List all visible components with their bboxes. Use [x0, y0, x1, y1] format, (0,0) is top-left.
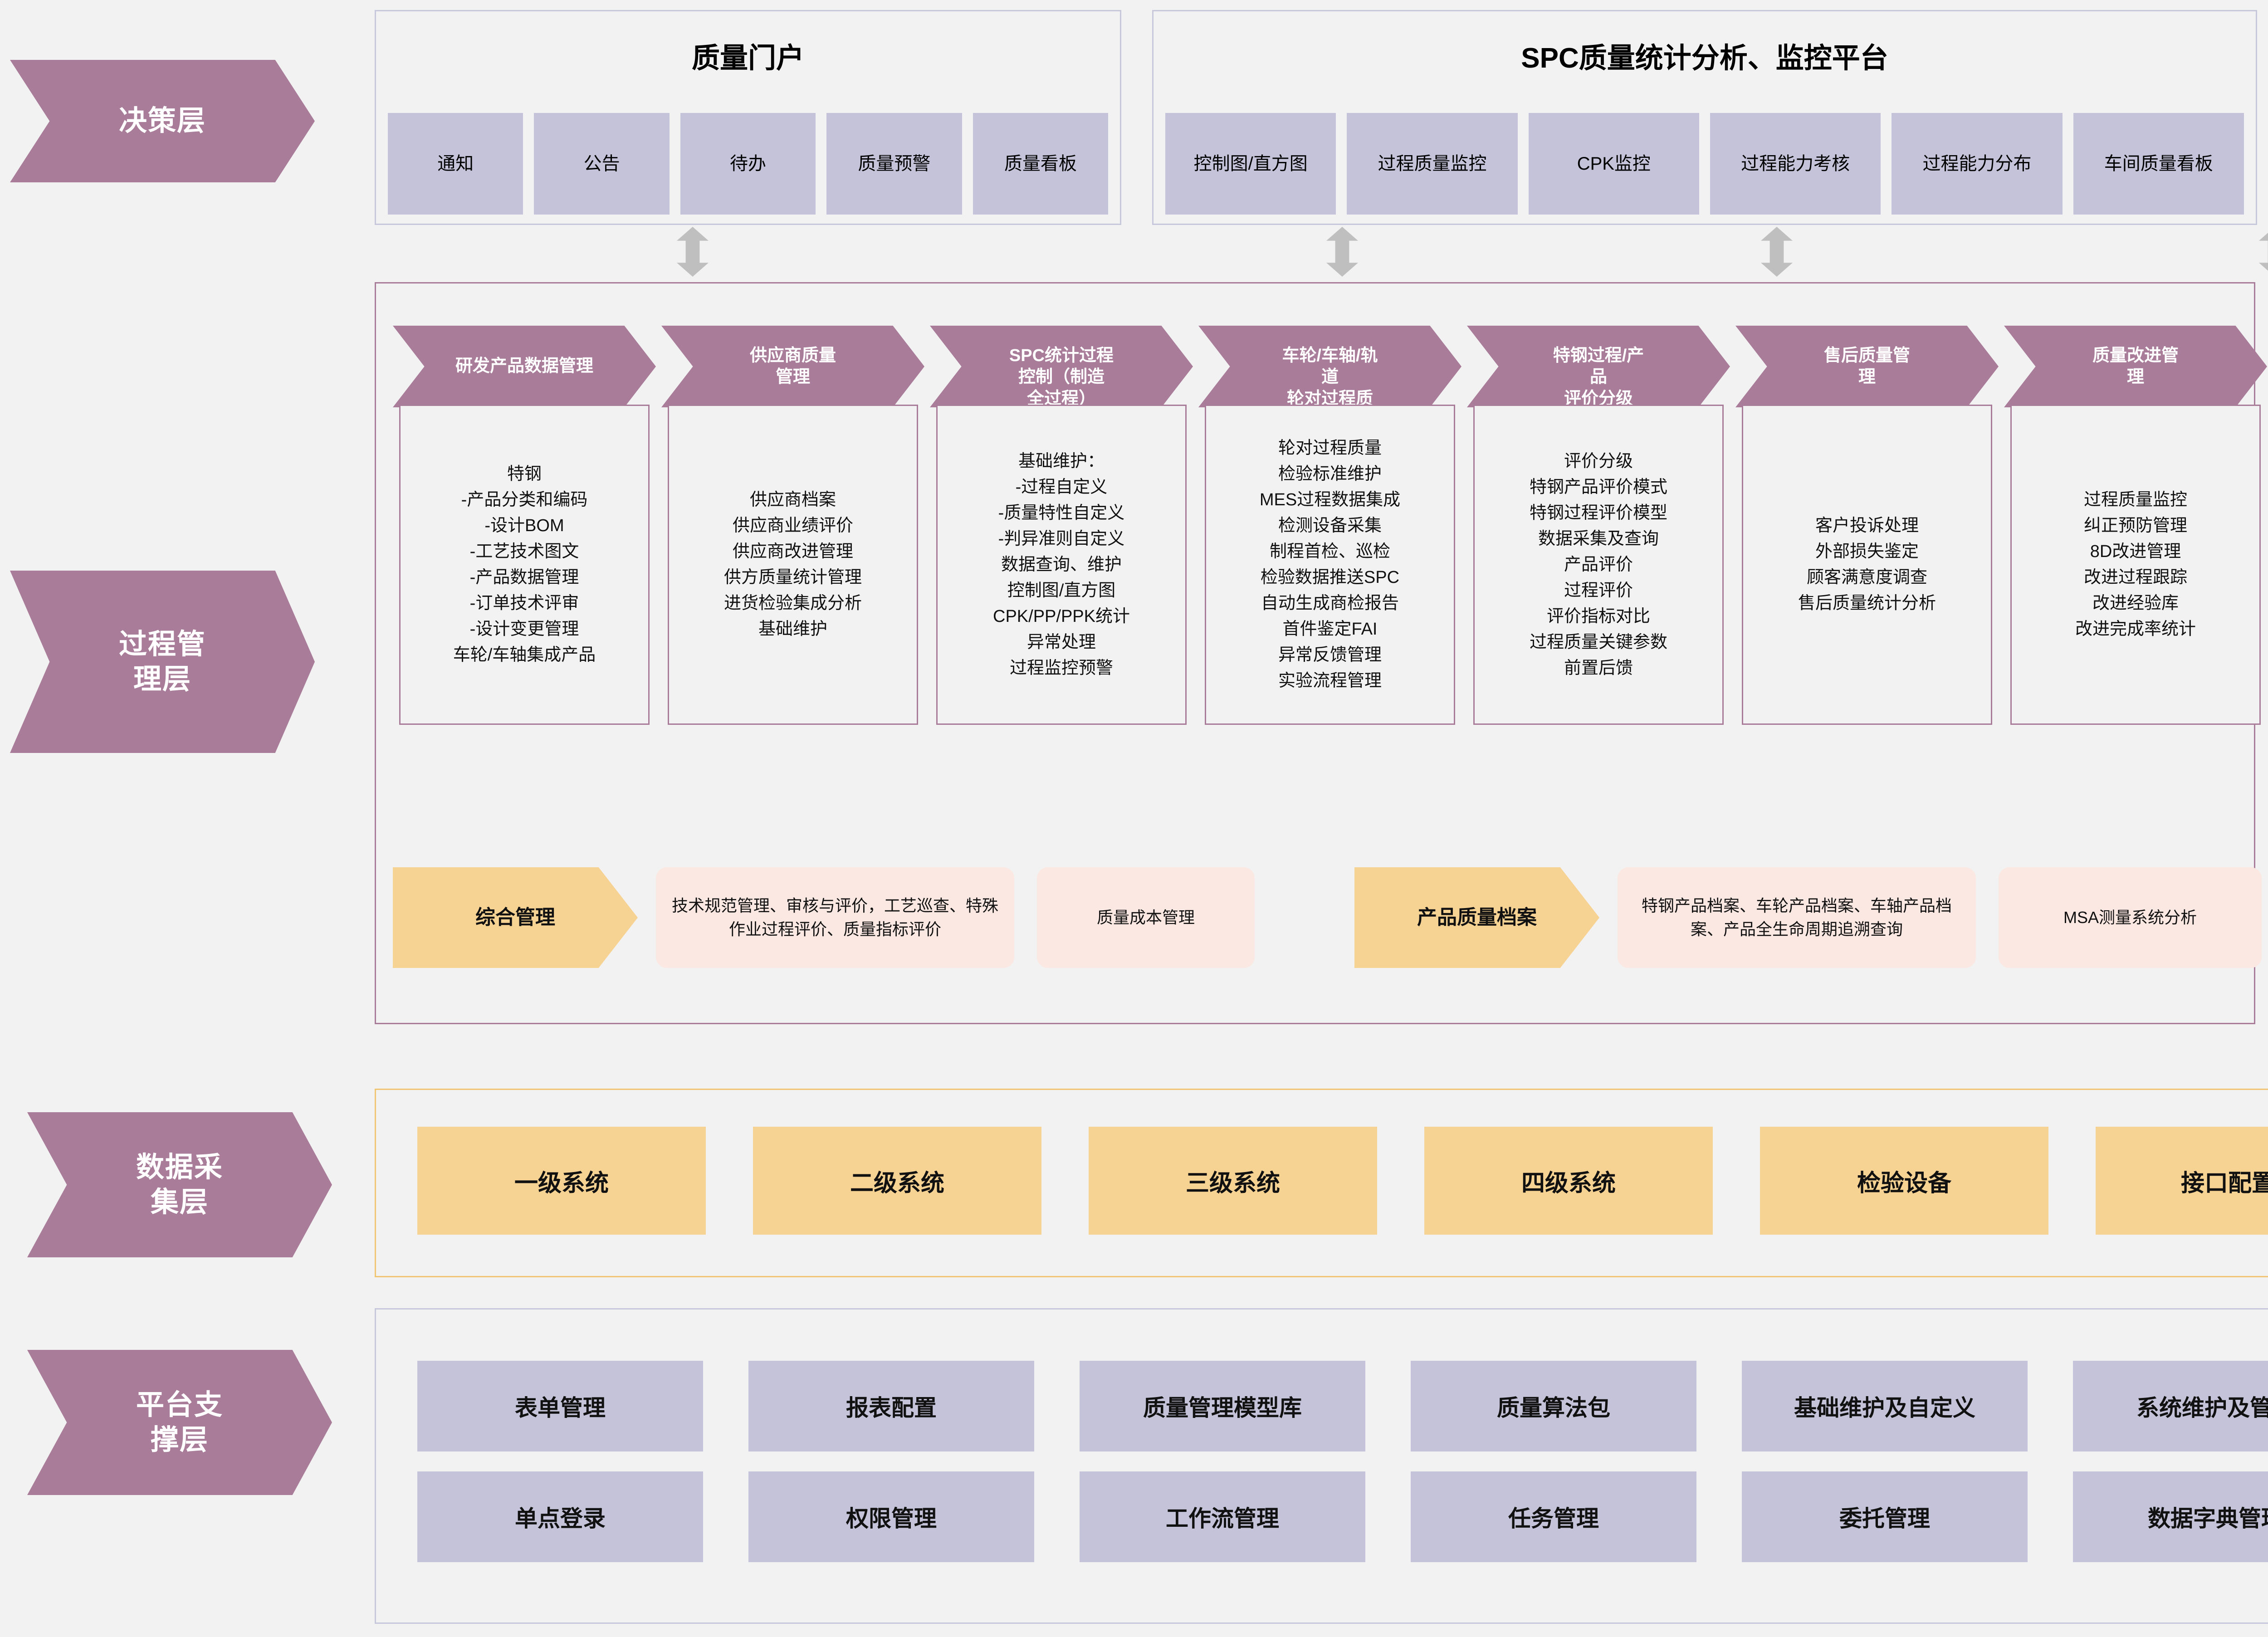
- module-item-list: 特钢 -产品分类和编码 -设计BOM -工艺技术图文 -产品数据管理 -订单技术…: [453, 464, 596, 665]
- module-subtitle: 全过程）: [1026, 389, 1096, 408]
- collect-card-level-4[interactable]: 四级系统: [1424, 1127, 1713, 1235]
- connector-arrow-2: [1326, 227, 1358, 277]
- module-subtitle: 评价分级: [1564, 389, 1633, 408]
- module-body: 轮对过程质量 检验标准维护 MES过程数据集成 检测设备采集 制程首检、巡检 检…: [1205, 405, 1455, 725]
- spc-chip[interactable]: 控制图/直方图: [1165, 113, 1336, 215]
- module-subtitle: 轮对过程质: [1286, 389, 1373, 408]
- module-wheel-axle-track[interactable]: 车轮/车轴/轨 道 轮对过程质 轮对过程质量 检验标准维护 MES过程数据集成 …: [1198, 326, 1461, 725]
- collect-card-interface-configurator[interactable]: 接口配置器: [2096, 1127, 2268, 1235]
- connector-arrow-1: [677, 227, 709, 277]
- portal-chip[interactable]: 质量预警: [826, 113, 962, 215]
- platform-card-form-management[interactable]: 表单管理: [417, 1361, 703, 1451]
- platform-card-permission-mgmt[interactable]: 权限管理: [748, 1471, 1034, 1562]
- spc-chip[interactable]: 过程质量监控: [1347, 113, 1518, 215]
- module-body: 过程质量监控 纠正预防管理 8D改进管理 改进过程跟踪 改进经验库 改进完成率统…: [2010, 405, 2261, 725]
- spc-chip[interactable]: 过程能力考核: [1710, 113, 1881, 215]
- module-body: 评价分级 特钢产品评价模式 特钢过程评价模型 数据采集及查询 产品评价 过程评价…: [1473, 405, 1724, 725]
- portal-chip[interactable]: 通知: [388, 113, 523, 215]
- layer-label-platform-support: 平台支 撑层: [27, 1350, 332, 1495]
- msa-analysis-box[interactable]: MSA测量系统分析: [1999, 867, 2262, 968]
- portal-chip[interactable]: 公告: [534, 113, 670, 215]
- comprehensive-management-tag[interactable]: 综合管理: [393, 867, 638, 968]
- collect-card-level-2[interactable]: 二级系统: [753, 1127, 1041, 1235]
- product-quality-archive-desc: 特钢产品档案、车轮产品档案、车轴产品档案、产品全生命周期追溯查询: [1618, 867, 1976, 968]
- platform-card-single-sign-on[interactable]: 单点登录: [417, 1471, 703, 1562]
- module-title: SPC统计过程 控制（制造: [1009, 346, 1114, 387]
- module-item-list: 过程质量监控 纠正预防管理 8D改进管理 改进过程跟踪 改进经验库 改进完成率统…: [2075, 490, 2196, 639]
- collect-card-level-3[interactable]: 三级系统: [1089, 1127, 1377, 1235]
- module-title: 车轮/车轴/轨 道: [1282, 346, 1378, 387]
- module-title: 特钢过程/产 品: [1553, 346, 1644, 387]
- module-head: 车轮/车轴/轨 道 轮对过程质: [1198, 326, 1461, 407]
- module-body: 特钢 -产品分类和编码 -设计BOM -工艺技术图文 -产品数据管理 -订单技术…: [399, 405, 650, 725]
- layer-label-platform-support-text: 平台支 撑层: [136, 1389, 223, 1456]
- module-head: 售后质量管 理: [1735, 326, 1999, 407]
- module-item-list: 轮对过程质量 检验标准维护 MES过程数据集成 检测设备采集 制程首检、巡检 检…: [1259, 439, 1401, 690]
- platform-card-quality-algorithm-pack[interactable]: 质量算法包: [1411, 1361, 1696, 1451]
- module-head: 特钢过程/产 品 评价分级: [1467, 326, 1730, 407]
- module-title: 供应商质量 管理: [749, 346, 836, 387]
- module-spc-statistical-process-control[interactable]: SPC统计过程 控制（制造 全过程） 基础维护： -过程自定义 -质量特性自定义…: [930, 326, 1193, 725]
- module-supplier-quality[interactable]: 供应商质量 管理 供应商档案 供应商业绩评价 供应商改进管理 供方质量统计管理 …: [661, 326, 924, 725]
- layer-label-process: 过程管 理层: [10, 571, 315, 753]
- module-item-list: 客户投诉处理 外部损失鉴定 顾客满意度调查 售后质量统计分析: [1798, 516, 1936, 613]
- module-head: 质量改进管 理: [2004, 326, 2267, 407]
- platform-card-workflow-mgmt[interactable]: 工作流管理: [1080, 1471, 1365, 1562]
- module-head: 研发产品数据管理: [393, 326, 656, 407]
- module-head: SPC统计过程 控制（制造 全过程）: [930, 326, 1193, 407]
- platform-card-base-maintenance[interactable]: 基础维护及自定义: [1742, 1361, 2028, 1451]
- comprehensive-management-desc: 技术规范管理、审核与评价，工艺巡查、特殊作业过程评价、质量指标评价: [656, 867, 1014, 968]
- quality-portal-title: 质量门户: [691, 43, 804, 74]
- module-item-list: 基础维护： -过程自定义 -质量特性自定义 -判异准则自定义 数据查询、维护 控…: [993, 451, 1130, 678]
- module-title: 质量改进管 理: [2092, 346, 2179, 387]
- module-body: 客户投诉处理 外部损失鉴定 顾客满意度调查 售后质量统计分析: [1742, 405, 1992, 725]
- portal-chip[interactable]: 待办: [680, 113, 816, 215]
- module-item-list: 供应商档案 供应商业绩评价 供应商改进管理 供方质量统计管理 进货检验集成分析 …: [723, 490, 862, 639]
- module-rd-product-data[interactable]: 研发产品数据管理 特钢 -产品分类和编码 -设计BOM -工艺技术图文 -产品数…: [393, 326, 656, 725]
- spc-chip[interactable]: CPK监控: [1528, 113, 1699, 215]
- quality-portal-panel: 质量门户 通知 公告 待办 质量预警 质量看板: [375, 10, 1121, 225]
- module-title: 研发产品数据管理: [455, 357, 593, 376]
- spc-platform-panel: SPC质量统计分析、监控平台 控制图/直方图 过程质量监控 CPK监控 过程能力…: [1152, 10, 2257, 225]
- connector-arrow-4: [2259, 227, 2268, 277]
- portal-chip[interactable]: 质量看板: [973, 113, 1109, 215]
- collect-card-level-1[interactable]: 一级系统: [417, 1127, 706, 1235]
- platform-card-report-config[interactable]: 报表配置: [748, 1361, 1034, 1451]
- platform-card-quality-model-library[interactable]: 质量管理模型库: [1080, 1361, 1365, 1451]
- spc-chip[interactable]: 车间质量看板: [2073, 113, 2244, 215]
- layer-label-decision: 决策层: [10, 60, 315, 182]
- spc-chip[interactable]: 过程能力分布: [1892, 113, 2063, 215]
- spc-platform-title: SPC质量统计分析、监控平台: [1521, 43, 1888, 74]
- module-after-sales-quality[interactable]: 售后质量管 理 客户投诉处理 外部损失鉴定 顾客满意度调查 售后质量统计分析: [1735, 326, 1999, 725]
- module-special-steel-evaluation[interactable]: 特钢过程/产 品 评价分级 评价分级 特钢产品评价模式 特钢过程评价模型 数据采…: [1467, 326, 1730, 725]
- product-quality-archive-tag[interactable]: 产品质量档案: [1354, 867, 1599, 968]
- collect-card-inspection-equipment[interactable]: 检验设备: [1760, 1127, 2048, 1235]
- layer-label-data-collection: 数据采 集层: [27, 1112, 332, 1257]
- platform-card-system-maintenance[interactable]: 系统维护及管理: [2073, 1361, 2268, 1451]
- connector-arrow-3: [1761, 227, 1793, 277]
- platform-card-task-mgmt[interactable]: 任务管理: [1411, 1471, 1696, 1562]
- quality-portal-chip-list: 通知 公告 待办 质量预警 质量看板: [388, 113, 1109, 215]
- layer-label-decision-text: 决策层: [118, 105, 206, 137]
- layer-label-data-collection-text: 数据采 集层: [136, 1151, 223, 1218]
- module-item-list: 评价分级 特钢产品评价模式 特钢过程评价模型 数据采集及查询 产品评价 过程评价…: [1529, 451, 1667, 678]
- module-head: 供应商质量 管理: [661, 326, 924, 407]
- module-quality-improvement[interactable]: 质量改进管 理 过程质量监控 纠正预防管理 8D改进管理 改进过程跟踪 改进经验…: [2004, 326, 2267, 725]
- quality-cost-management-box[interactable]: 质量成本管理: [1037, 867, 1255, 968]
- module-body: 供应商档案 供应商业绩评价 供应商改进管理 供方质量统计管理 进货检验集成分析 …: [668, 405, 918, 725]
- platform-support-frame: [375, 1308, 2268, 1624]
- platform-card-data-dictionary[interactable]: 数据字典管理: [2073, 1471, 2268, 1562]
- spc-platform-chip-list: 控制图/直方图 过程质量监控 CPK监控 过程能力考核 过程能力分布 车间质量看…: [1165, 113, 2244, 215]
- module-title: 售后质量管 理: [1823, 346, 1910, 387]
- platform-card-delegation-mgmt[interactable]: 委托管理: [1742, 1471, 2028, 1562]
- layer-label-process-text: 过程管 理层: [118, 628, 206, 695]
- module-body: 基础维护： -过程自定义 -质量特性自定义 -判异准则自定义 数据查询、维护 控…: [936, 405, 1187, 725]
